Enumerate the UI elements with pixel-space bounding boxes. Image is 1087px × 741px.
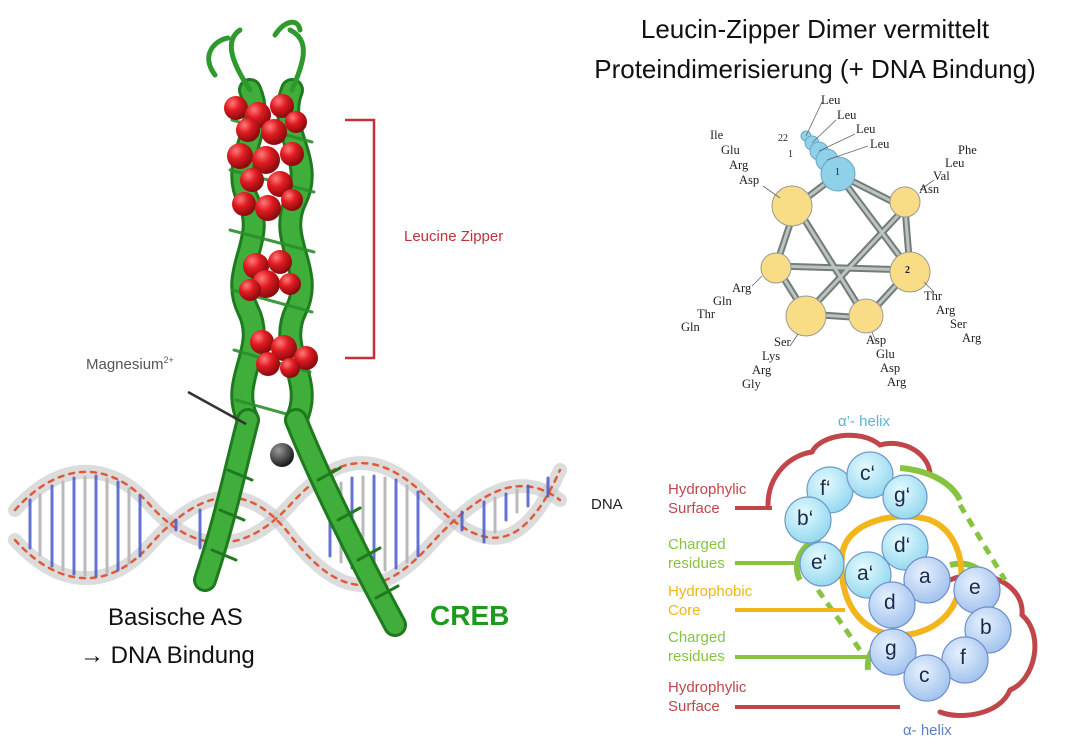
wheel-ll-2: Lys: [762, 349, 781, 363]
heptad-d-prime: d‘: [894, 534, 911, 557]
heptad-d: d: [884, 591, 896, 614]
wheel-leu-1: Leu: [821, 93, 841, 107]
heptad-f-prime: f‘: [820, 477, 831, 500]
leucine-zipper-bracket: [345, 118, 376, 360]
creb-coiled-coil: [193, 19, 407, 637]
wheel-leu-2: Leu: [837, 108, 857, 122]
wheel-leu-3: Leu: [856, 122, 876, 136]
wheel-ll-1: Ser: [774, 335, 791, 349]
legend-charged-bottom: Charged residues: [668, 629, 726, 665]
wheel-r-2: Arg: [936, 303, 956, 317]
wheel-l-3: Thr: [697, 307, 716, 321]
magnesium-label: Magnesium2+: [86, 355, 174, 373]
wheel-l-1: Arg: [732, 281, 752, 295]
wheel-ul-4: Asp: [739, 173, 760, 187]
wheel-r-1: Thr: [924, 289, 943, 303]
alpha-helix-label: α- helix: [903, 722, 952, 739]
heptad-scheme: [735, 432, 1038, 718]
wheel-ll-3: Arg: [752, 363, 772, 377]
wheel-ur-4: Asn: [919, 182, 940, 196]
heptad-b-prime: b‘: [797, 507, 814, 530]
creb-label: CREB: [430, 600, 510, 631]
wheel-lr-3: Asp: [880, 361, 901, 375]
wheel-ul-1: Ile: [710, 128, 724, 142]
dna-binding-label: → DNA Bindung: [80, 642, 255, 669]
legend-hydrophylic-top: Hydrophylic Surface: [668, 481, 747, 517]
wheel-lr-4: Arg: [887, 375, 907, 389]
heptad-e: e: [969, 576, 981, 599]
basic-residues-label: Basische AS: [108, 604, 243, 631]
heptad-f: f: [960, 646, 966, 669]
legend-hydrophylic-bottom: Hydrophylic Surface: [668, 679, 747, 715]
wheel-ur-3: Val: [933, 169, 950, 183]
wheel-r-4: Arg: [962, 331, 982, 345]
wheel-lr-1: Asp: [866, 333, 887, 347]
wheel-l-2: Gln: [713, 294, 732, 308]
dna-double-helix: [8, 456, 567, 593]
wheel-ul-2: Glu: [721, 143, 740, 157]
wheel-ll-4: Gly: [742, 377, 761, 391]
magnesium-pointer: [187, 390, 247, 426]
heptad-g-prime: g‘: [894, 484, 911, 507]
wheel-leu-4: Leu: [870, 137, 890, 151]
wheel-ur-2: Leu: [945, 156, 965, 170]
title-line-1: Leucin-Zipper Dimer vermittelt: [640, 14, 990, 44]
heptad-a: a: [919, 565, 931, 588]
magnesium-ion: [270, 443, 294, 467]
legend-hydrophobic-core: Hydrophobic Core: [668, 583, 753, 619]
dna-label: DNA: [591, 496, 623, 513]
wheel-l-4: Gln: [681, 320, 700, 334]
heptad-a-prime: a‘: [857, 562, 874, 585]
wheel-ul-3: Arg: [729, 158, 749, 172]
helical-wheel: [751, 101, 935, 347]
heptad-c-prime: c‘: [860, 462, 876, 485]
title-line-2: Proteindimerisierung (+ DNA Bindung): [594, 54, 1036, 84]
heptad-e-prime: e‘: [811, 551, 828, 574]
wheel-position-2: 2: [905, 265, 910, 276]
wheel-number-22: 22: [778, 133, 788, 144]
leucine-zipper-label: Leucine Zipper: [404, 228, 504, 245]
wheel-position-1: 1: [835, 167, 840, 178]
wheel-r-3: Ser: [950, 317, 967, 331]
heptad-b: b: [980, 616, 992, 639]
wheel-ur-1: Phe: [958, 143, 977, 157]
legend-charged-top: Charged residues: [668, 536, 726, 572]
heptad-c: c: [919, 664, 930, 687]
wheel-lr-2: Glu: [876, 347, 895, 361]
wheel-number-1-small: 1: [788, 149, 793, 160]
leucine-residues: [224, 94, 318, 378]
alpha-prime-helix-label: α’- helix: [838, 413, 891, 430]
heptad-g: g: [885, 637, 897, 660]
